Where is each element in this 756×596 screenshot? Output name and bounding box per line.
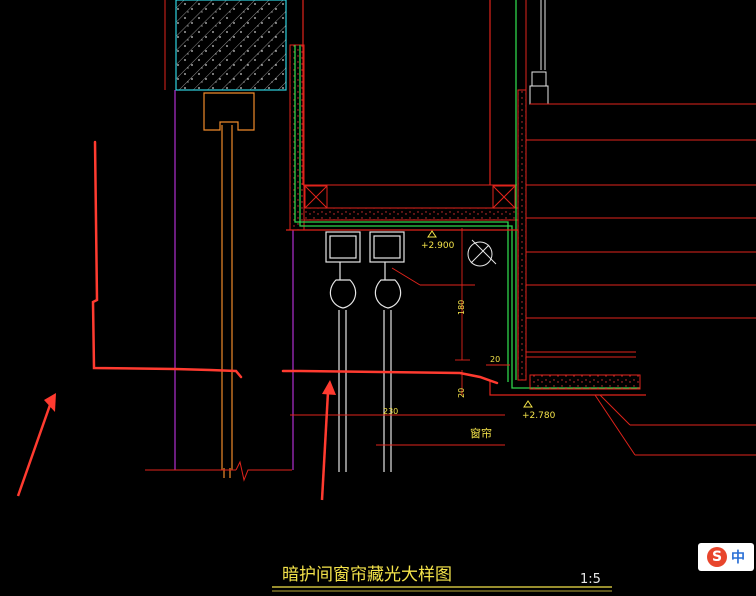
dimension-20-top: 20	[490, 355, 500, 364]
title-block: 暗护间窗帘藏光大样图 1:5	[272, 565, 612, 592]
drawing-title: 暗护间窗帘藏光大样图	[282, 565, 452, 585]
elevation-mark-bottom: +2.780	[522, 400, 556, 421]
light-fixture-symbol	[467, 239, 497, 267]
dimension-230: 230	[383, 407, 398, 416]
curtain-tracks	[325, 231, 405, 472]
dimension-lines	[290, 228, 510, 446]
gypsum-board-outline	[294, 0, 640, 389]
ceiling-soffit	[289, 0, 519, 231]
drawing-scale: 1:5	[580, 572, 601, 587]
leader-line	[391, 267, 421, 286]
right-ceiling-structure	[517, 0, 756, 456]
elevation-mark-top: +2.900	[421, 230, 455, 251]
red-annotation-markup	[91, 140, 499, 385]
svg-text:+2.780: +2.780	[522, 411, 556, 421]
dimension-180: 180	[457, 300, 466, 315]
floor-line	[145, 460, 292, 482]
ime-indicator[interactable]: S 中	[698, 543, 754, 571]
dimension-20-left: 20	[457, 388, 466, 398]
red-arrow-right	[320, 380, 336, 501]
curtain-label: 窗帘	[470, 426, 492, 440]
concrete-beam	[175, 0, 287, 91]
red-arrow-left	[16, 393, 56, 497]
window-profile	[203, 92, 255, 478]
sogou-logo-icon: S	[707, 547, 727, 567]
ime-language-label: 中	[731, 550, 745, 566]
svg-text:+2.900: +2.900	[421, 241, 455, 251]
wall-lines	[174, 90, 294, 470]
